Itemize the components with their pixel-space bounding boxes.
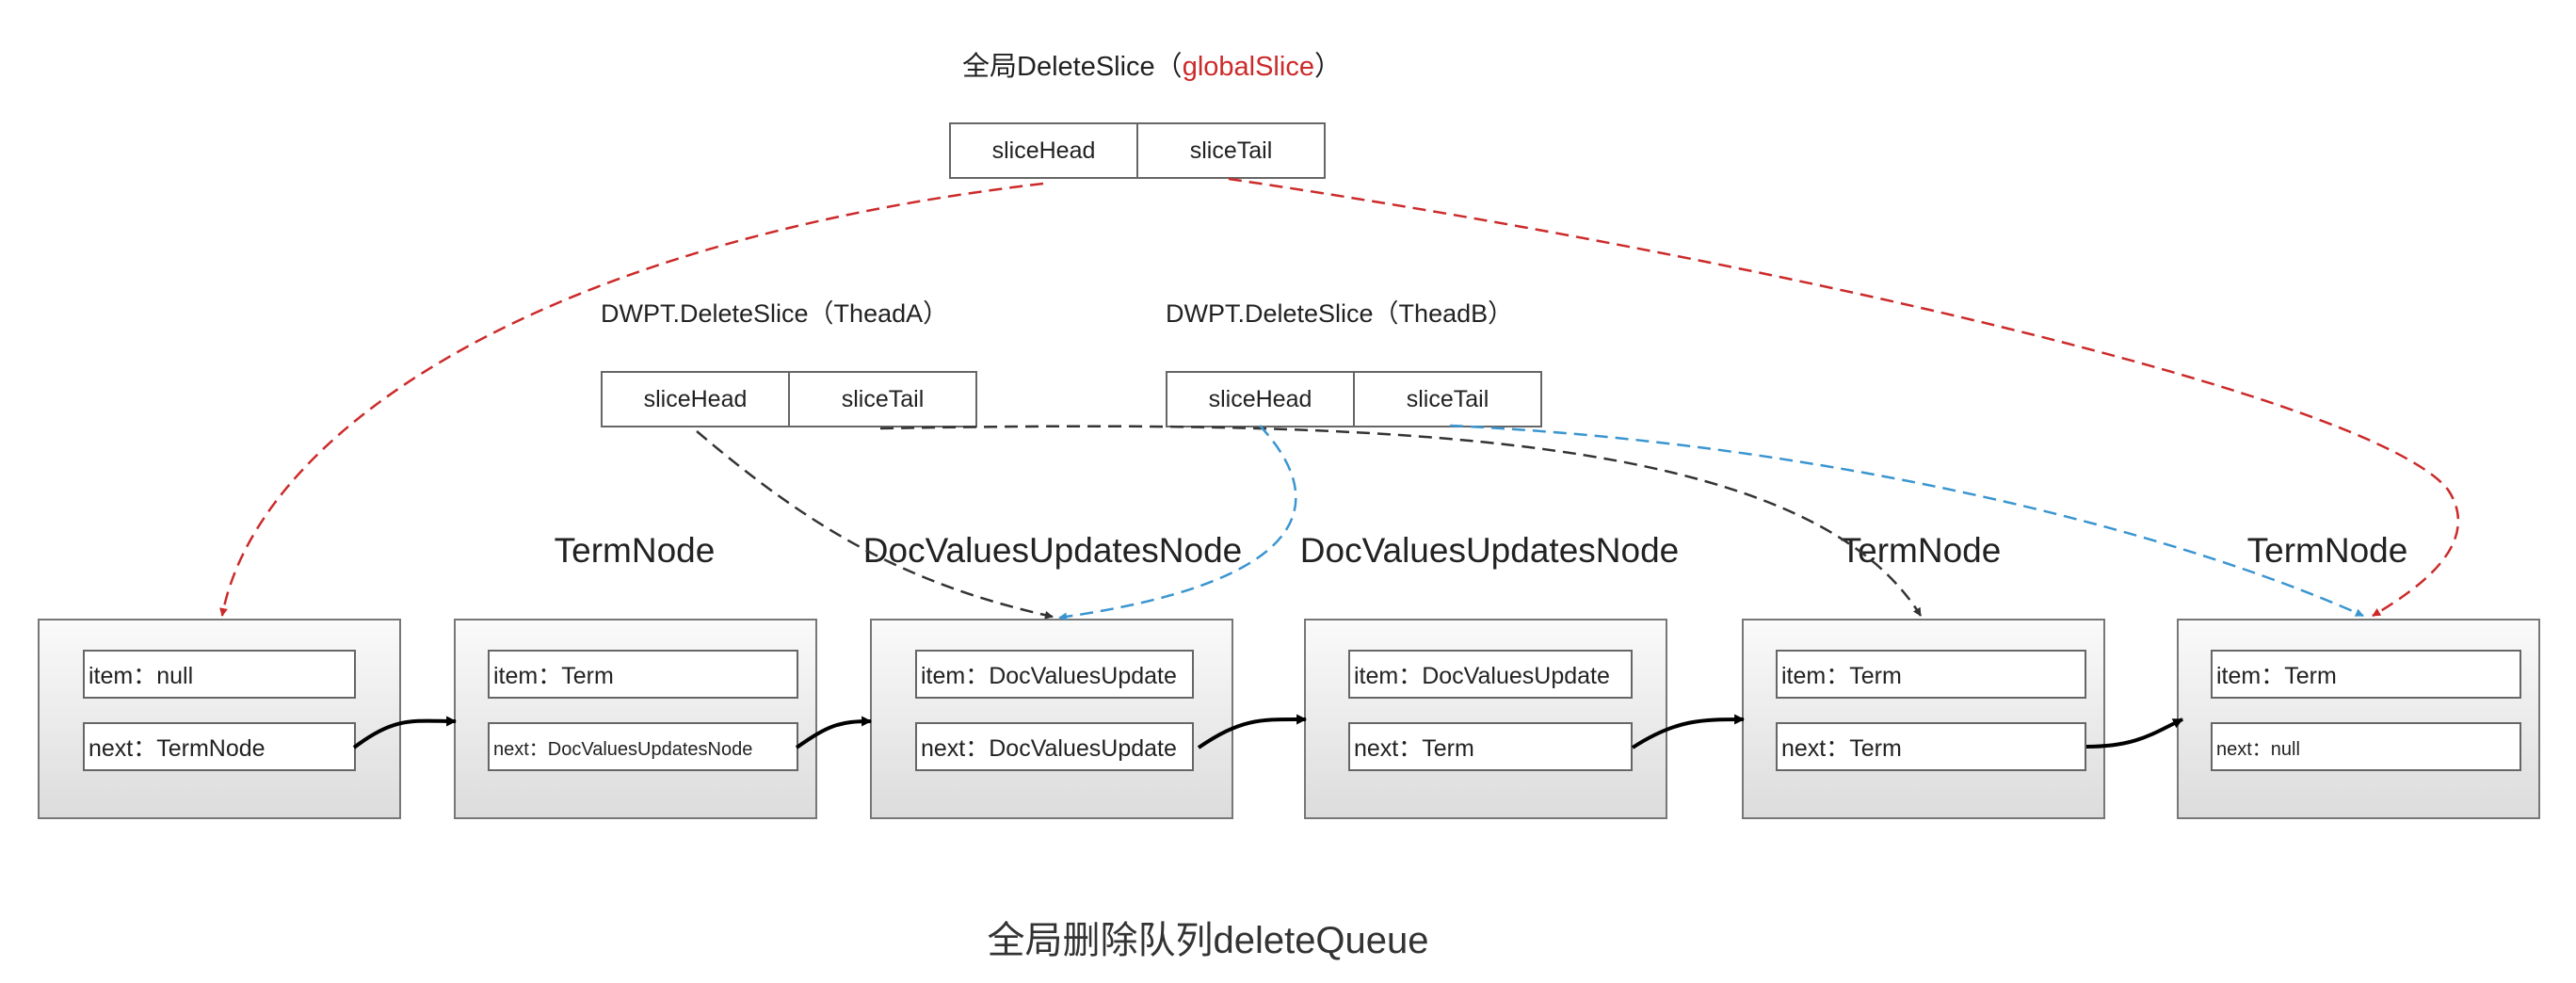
- thread-b-head-pointer: [1058, 425, 1297, 621]
- node-type-label-3: DocValuesUpdatesNode: [862, 531, 1243, 570]
- node-type-label-2: TermNode: [554, 531, 716, 570]
- node-item-field: item：Term: [2211, 650, 2521, 699]
- delete-queue-title: 全局删除队列deleteQueue: [987, 920, 1429, 961]
- global-slice-title-suffix: ）: [1313, 52, 1342, 82]
- thread-a-slice-tail: sliceTail: [788, 373, 975, 426]
- node-next-field: next：DocValuesUpdate: [915, 722, 1194, 771]
- node-type-label-6: TermNode: [2246, 531, 2408, 570]
- queue-node-5: item：Term next：Term: [1742, 619, 2105, 819]
- node-next-field: next：null: [2211, 722, 2521, 771]
- thread-a-slice-head: sliceHead: [643, 385, 748, 412]
- node-next-field: next：Term: [1776, 722, 2086, 771]
- node-next-field: next：DocValuesUpdatesNode: [488, 722, 798, 771]
- thread-b-slice-head: sliceHead: [1208, 385, 1312, 412]
- node-item-field: item：DocValuesUpdate: [1348, 650, 1633, 699]
- thread-b-slice-title: DWPT.DeleteSlice（TheadB）: [1166, 299, 1514, 328]
- node-next-field: next：Term: [1348, 722, 1633, 771]
- global-slice-box: sliceHead sliceTail: [949, 122, 1326, 179]
- thread-b-slice-box: sliceHead sliceTail: [1166, 371, 1542, 427]
- queue-node-2: item：Term next：DocValuesUpdatesNode: [454, 619, 817, 819]
- node-type-label-5: TermNode: [1840, 531, 2002, 570]
- node-item-field: item：Term: [1776, 650, 2086, 699]
- queue-node-1: item：null next：TermNode: [38, 619, 401, 819]
- node-item-field: item：null: [83, 650, 356, 699]
- node-item-field: item：Term: [488, 650, 798, 699]
- global-slice-title: 全局DeleteSlice（globalSlice）: [962, 54, 1342, 81]
- thread-a-head-pointer: [696, 430, 1054, 620]
- node-type-label-4: DocValuesUpdatesNode: [1299, 531, 1680, 570]
- thread-a-slice-title: DWPT.DeleteSlice（TheadA）: [601, 299, 949, 328]
- queue-node-3: item：DocValuesUpdate next：DocValuesUpdat…: [870, 619, 1233, 819]
- thread-b-tail-pointer: [1449, 424, 2364, 618]
- thread-a-tail-pointer: [879, 425, 1923, 617]
- global-slice-title-highlight: globalSlice: [1182, 52, 1314, 82]
- thread-a-slice-box: sliceHead sliceTail: [601, 371, 977, 427]
- global-slice-tail: sliceTail: [1136, 124, 1324, 177]
- node-next-field: next：TermNode: [83, 722, 356, 771]
- queue-node-4: item：DocValuesUpdate next：Term: [1304, 619, 1667, 819]
- global-slice-title-prefix: 全局DeleteSlice（: [962, 52, 1183, 82]
- node-item-field: item：DocValuesUpdate: [915, 650, 1194, 699]
- global-slice-head: sliceHead: [991, 137, 1096, 164]
- queue-node-6: item：Term next：null: [2177, 619, 2540, 819]
- thread-b-slice-tail: sliceTail: [1353, 373, 1540, 426]
